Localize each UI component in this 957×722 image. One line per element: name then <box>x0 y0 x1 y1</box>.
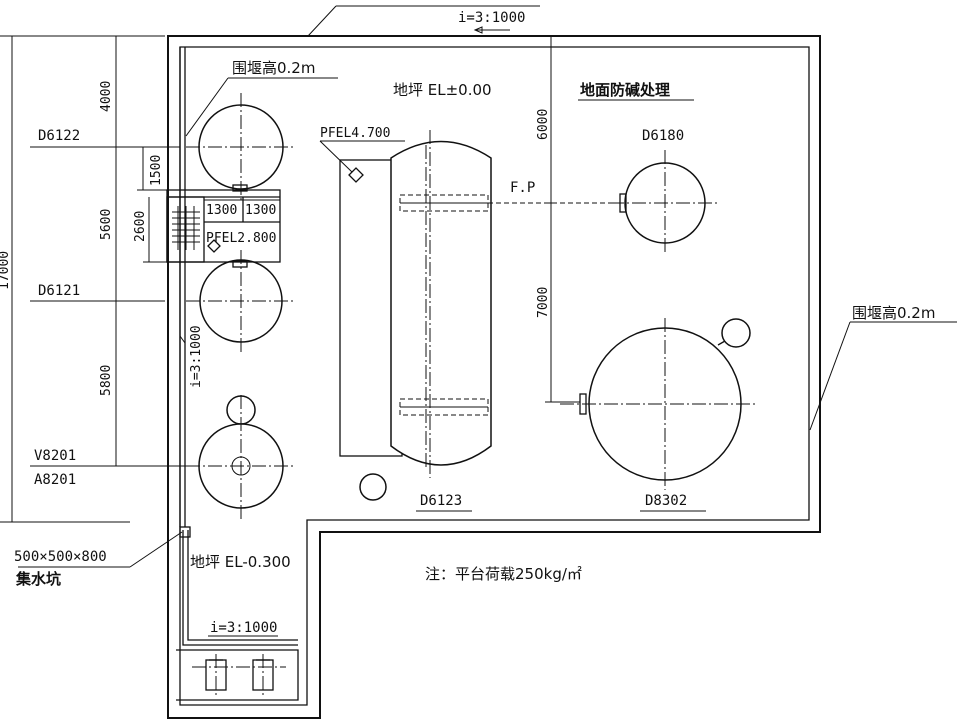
dim-1300-a: 1300 <box>206 203 237 218</box>
curb-height-label-right: 围堰高0.2m <box>852 304 935 322</box>
dim-1500: 1500 <box>149 155 164 186</box>
d6180-label: D6180 <box>642 128 684 144</box>
dim-17000: 17000 <box>0 251 12 290</box>
a8201-label: A8201 <box>34 472 76 488</box>
vessel-d6121 <box>186 250 296 352</box>
sump-name-label: 集水坑 <box>15 570 61 588</box>
d6123-label: D6123 <box>420 493 462 509</box>
platform-small-label: PFEL2.800 <box>206 231 276 246</box>
dim-5800: 5800 <box>99 365 114 396</box>
platform-main-label: PFEL4.700 <box>320 126 390 141</box>
curb-height-label-top: 围堰高0.2m <box>232 59 315 77</box>
left-drain-ditch <box>179 47 186 527</box>
vessel-v8201 <box>186 395 296 522</box>
vessel-d6180 <box>610 150 718 253</box>
main-platform <box>339 159 403 501</box>
vessel-d8302 <box>560 318 755 490</box>
v8201-label: V8201 <box>34 448 76 464</box>
small-platform <box>166 184 281 268</box>
slope-top-label: i=3:1000 <box>458 10 525 26</box>
slope-pit-label: i=3:1000 <box>210 620 277 636</box>
leader-lines <box>18 5 957 637</box>
fp-label: F.P <box>510 180 535 196</box>
sump-size-label: 500×500×800 <box>14 549 107 565</box>
vessel-d6122 <box>186 93 296 200</box>
load-note: 注：平台荷载250kg/㎡ <box>425 565 582 583</box>
dim-7000: 7000 <box>536 287 551 318</box>
dimension-lines <box>0 35 580 523</box>
slope-left-label: i=3:1000 <box>189 325 204 388</box>
dim-5600: 5600 <box>99 209 114 240</box>
pit-drain-channel <box>176 526 299 701</box>
dim-1300-b: 1300 <box>245 203 276 218</box>
d6122-label: D6122 <box>38 128 80 144</box>
dim-4000: 4000 <box>99 81 114 112</box>
d6121-label: D6121 <box>38 283 80 299</box>
vessel-d6123 <box>390 130 492 478</box>
floor-elevation-main: 地坪 EL±0.00 <box>393 81 492 99</box>
curb-boundary <box>167 35 821 719</box>
d8302-label: D8302 <box>645 493 687 509</box>
floor-elevation-lower: 地坪 EL-0.300 <box>190 553 291 571</box>
dim-6000: 6000 <box>536 109 551 140</box>
dim-2600: 2600 <box>133 211 148 242</box>
anti-alkali-label: 地面防碱处理 <box>580 81 670 99</box>
pit-pumps <box>192 654 286 696</box>
